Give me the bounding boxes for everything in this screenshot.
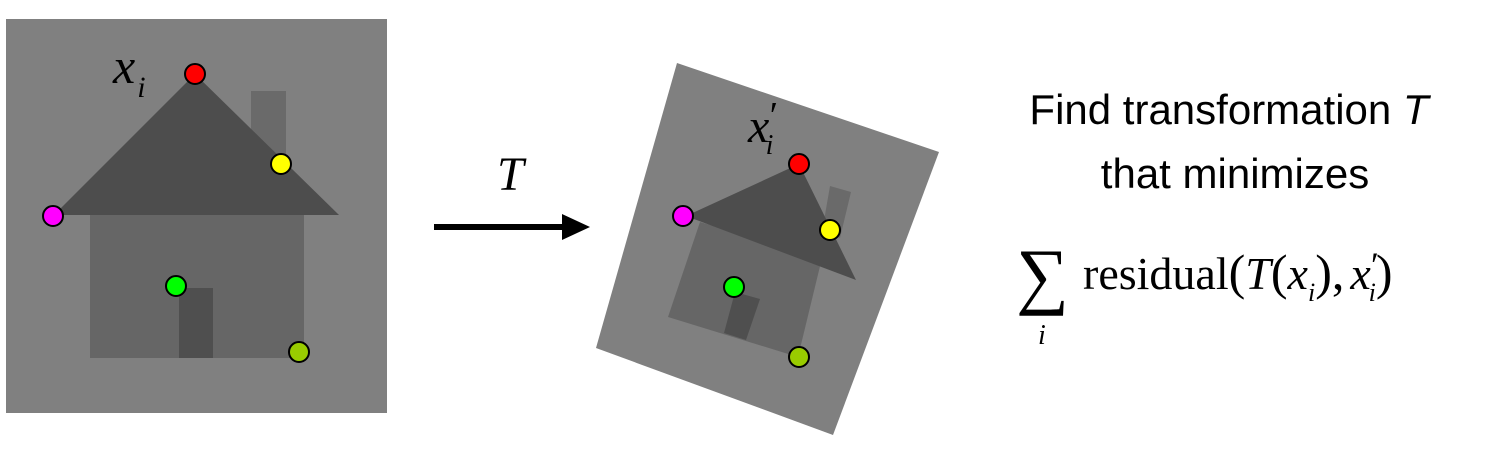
caption: Find transformation T that minimizes (1029, 86, 1432, 197)
sum-symbol: ∑ (1016, 235, 1069, 317)
transformed-point-label: x′i (747, 95, 776, 161)
transformed-point-red (788, 153, 810, 175)
objective-formula: ∑ i residual(T(xi),x′i) (1016, 235, 1393, 351)
original-point-olive (288, 341, 310, 363)
original-point-yellow (270, 153, 292, 175)
original-point-red (184, 63, 206, 85)
caption-line-2: that minimizes (1101, 150, 1369, 197)
original-roof (54, 74, 339, 215)
transformed-point-olive (788, 346, 810, 368)
transformed-door (724, 292, 760, 340)
transformed-point-magenta (672, 205, 694, 227)
sum-index: i (1038, 320, 1046, 351)
transformed-image: x′i (596, 63, 939, 435)
transformed-point-yellow (819, 219, 841, 241)
transformed-roof (686, 164, 856, 280)
transform-arrow: T (434, 148, 590, 240)
original-point-green (165, 275, 187, 297)
caption-line-1: Find transformation T (1029, 86, 1432, 133)
formula-body: residual(T(xi),x′i) (1083, 244, 1393, 307)
transformed-point-green (723, 276, 745, 298)
original-point-label: xi (112, 38, 146, 104)
original-point-magenta (42, 205, 64, 227)
arrow-label: T (497, 148, 527, 201)
original-image: xi (6, 19, 387, 413)
arrow-head (562, 214, 590, 240)
transformed-house-body (668, 222, 822, 357)
original-door (179, 288, 213, 358)
